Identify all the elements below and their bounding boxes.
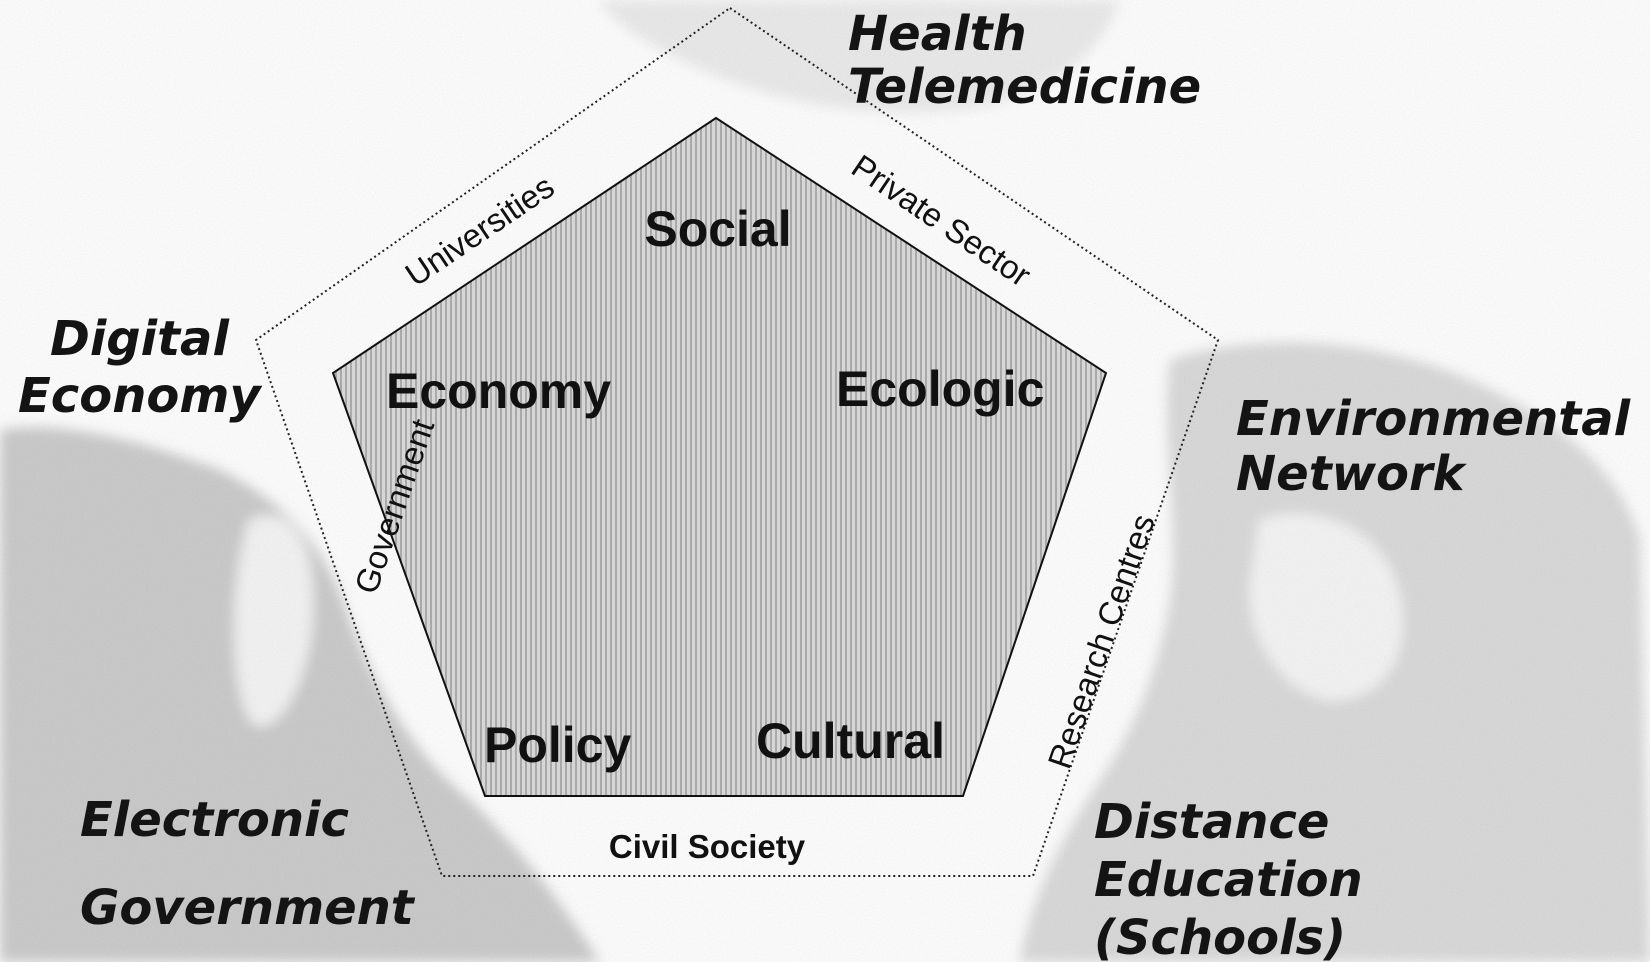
domain-distance-education-line3: (Schools) bbox=[1094, 910, 1346, 962]
dimension-policy: Policy bbox=[484, 717, 631, 773]
domain-distance-education-line1: Distance bbox=[1094, 794, 1329, 850]
domain-e-government-line1: Electronic bbox=[80, 792, 349, 848]
domain-e-government-line2: Government bbox=[80, 880, 416, 936]
stakeholder-civil-society: Civil Society bbox=[609, 828, 806, 865]
domain-environmental-line2: Network bbox=[1236, 446, 1468, 502]
dimension-cultural: Cultural bbox=[756, 713, 945, 769]
dimension-labels: Social Economy Ecologic Policy Cultural bbox=[386, 201, 1044, 773]
domain-health-line1: Health bbox=[848, 6, 1027, 62]
domain-digital-economy-line1: Digital bbox=[50, 311, 229, 367]
dimension-social: Social bbox=[644, 201, 791, 257]
domain-labels: Health Telemedicine Digital Economy Envi… bbox=[18, 6, 1631, 962]
domain-environmental-line1: Environmental bbox=[1236, 391, 1631, 447]
dimension-ecologic: Ecologic bbox=[836, 361, 1044, 417]
domain-digital-economy-line2: Economy bbox=[18, 368, 262, 424]
dimension-economy: Economy bbox=[386, 363, 611, 419]
outer-pentagon bbox=[254, 6, 1220, 877]
domain-health-line2: Telemedicine bbox=[848, 59, 1201, 115]
inner-pentagon bbox=[331, 116, 1108, 797]
domain-distance-education-line2: Education bbox=[1094, 852, 1363, 908]
